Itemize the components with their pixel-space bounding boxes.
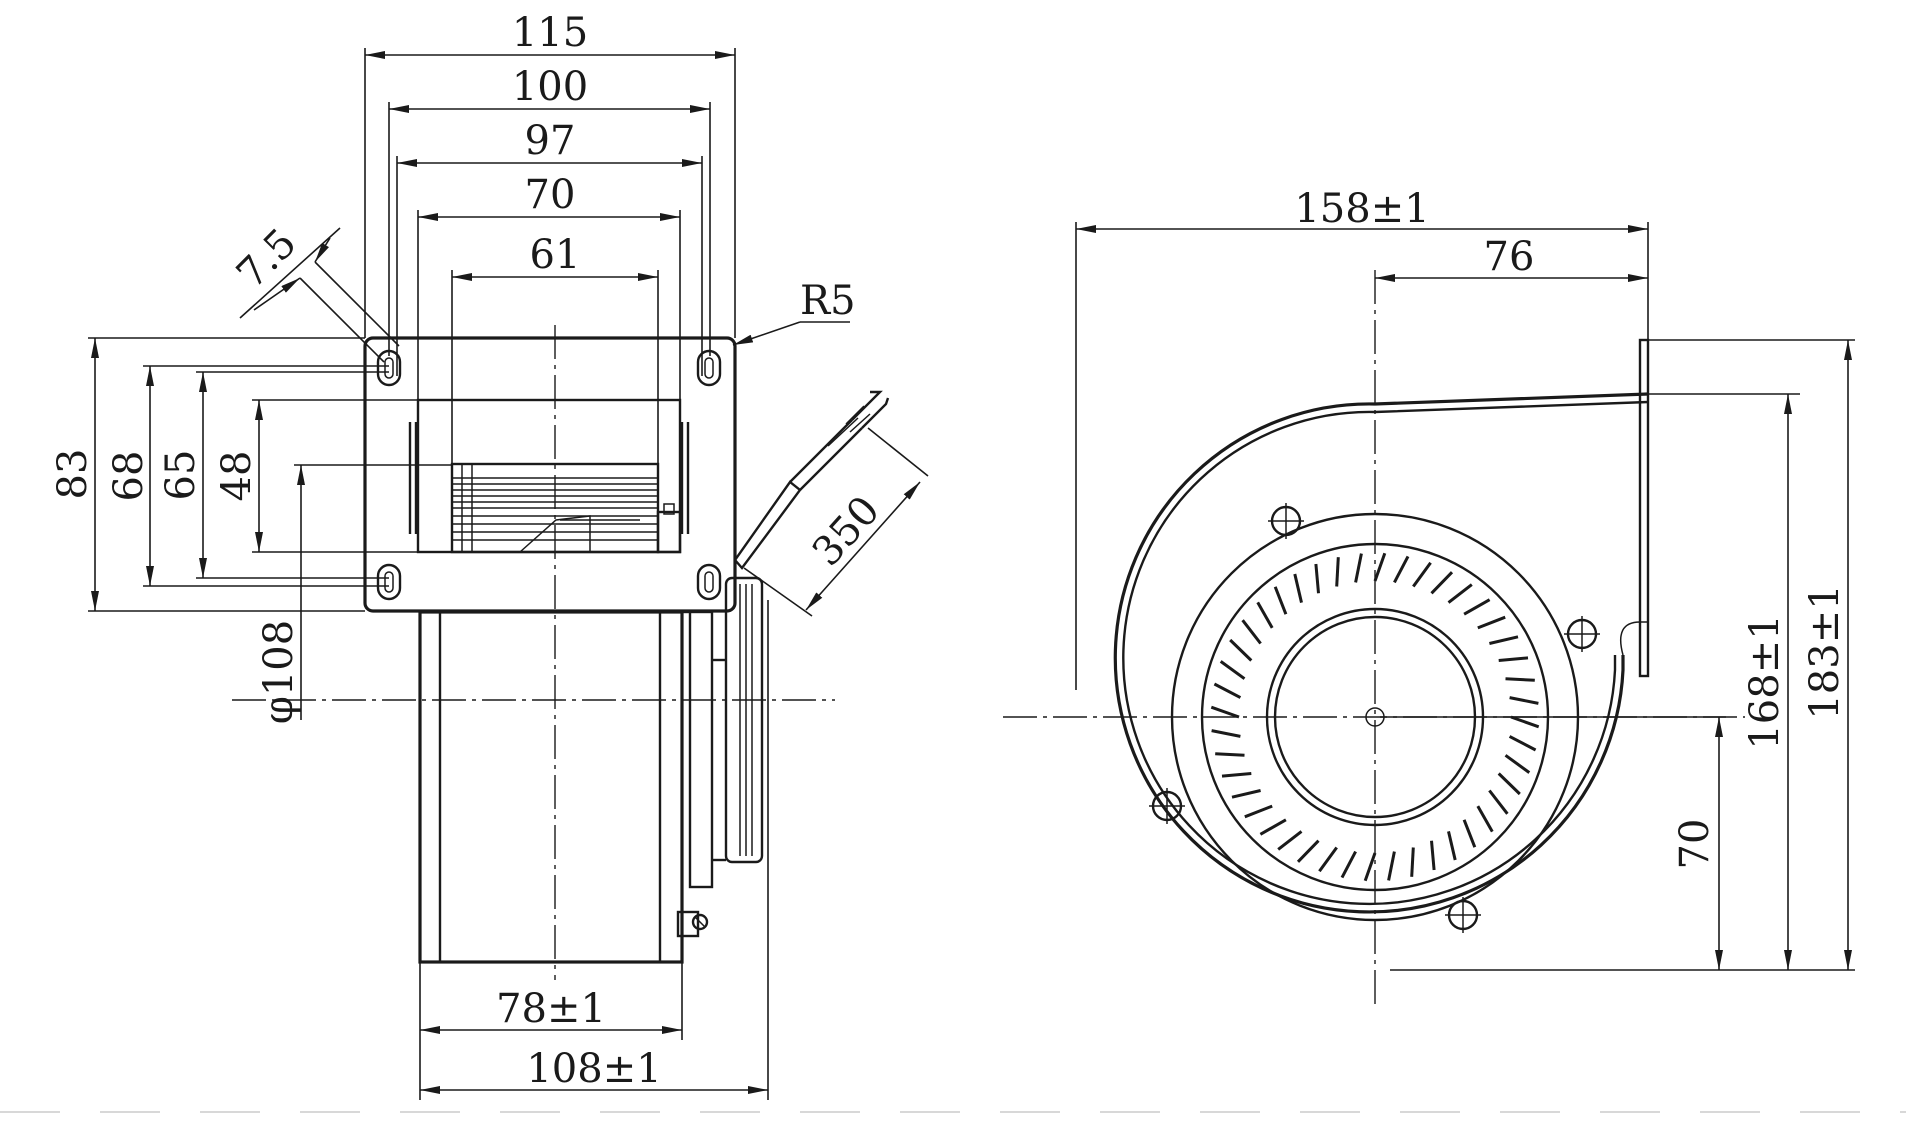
impeller-blade xyxy=(1509,696,1539,705)
impeller-blade xyxy=(1488,789,1509,815)
impeller-blade xyxy=(1497,772,1521,796)
impeller-blade xyxy=(1410,847,1415,877)
fan-body xyxy=(418,576,764,964)
motor-housing xyxy=(418,610,684,964)
impeller-blade xyxy=(1354,553,1363,583)
impeller-blade xyxy=(1219,660,1246,680)
dim-65: 65 xyxy=(158,450,204,501)
impeller-blade xyxy=(1477,615,1506,630)
impeller-blade xyxy=(1210,705,1240,719)
impeller-blade xyxy=(1256,601,1274,629)
impeller-blade xyxy=(1318,846,1338,873)
front-view: 158±1 76 183±1 168±1 70 xyxy=(1003,186,1855,1005)
top-width-dimensions: 115 100 97 70 61 xyxy=(364,10,736,464)
front-height-dimensions: 183±1 168±1 70 xyxy=(1380,339,1855,971)
impeller-blade xyxy=(1498,656,1529,662)
impeller-blade xyxy=(1241,619,1262,645)
impeller-blade xyxy=(1277,830,1303,851)
impeller-blade xyxy=(1510,715,1540,729)
dim-108: 108±1 xyxy=(526,1046,661,1092)
impeller-blade xyxy=(1273,586,1288,615)
impeller-blade xyxy=(1508,735,1537,752)
impeller-blade xyxy=(1505,677,1535,682)
scroll-housing xyxy=(1113,392,1649,914)
dim-115: 115 xyxy=(512,10,588,56)
outlet-opening xyxy=(416,398,682,554)
impeller-blade xyxy=(1504,754,1531,774)
impeller-blade xyxy=(1259,818,1287,836)
impeller-blade xyxy=(1363,852,1377,882)
dim-97: 97 xyxy=(525,118,576,164)
rotor-ring xyxy=(724,576,764,864)
dim-78: 78±1 xyxy=(496,986,606,1032)
impeller-blades xyxy=(1210,552,1540,882)
impeller-blade xyxy=(1244,804,1273,819)
dim-76: 76 xyxy=(1484,234,1535,280)
mounting-screws xyxy=(1149,503,1600,933)
dim-48: 48 xyxy=(214,451,260,502)
front-width-dimensions: 158±1 76 xyxy=(1075,186,1649,690)
hole-dimension: 7.5 xyxy=(228,220,400,363)
impeller-blade xyxy=(1387,851,1396,881)
dim-83: 83 xyxy=(50,449,96,500)
impeller-blade xyxy=(1296,839,1320,863)
dim-68: 68 xyxy=(106,451,152,502)
dim-phi108: φ108 xyxy=(256,620,302,724)
impeller-blade xyxy=(1231,789,1261,799)
radius-callout: R5 xyxy=(732,278,856,346)
bottom-width-dimensions: 78±1 108±1 xyxy=(419,600,769,1100)
impeller-blade xyxy=(1229,638,1253,662)
outlet-flange xyxy=(1638,338,1650,678)
impeller-blade xyxy=(1221,772,1252,778)
impeller-blade xyxy=(1430,571,1454,595)
impeller-blade xyxy=(1393,555,1410,584)
dim-100: 100 xyxy=(512,64,588,110)
impeller-blade xyxy=(1476,805,1494,833)
impeller-blade xyxy=(1412,561,1432,588)
dim-168: 168±1 xyxy=(1742,614,1788,749)
cable-dimension: 350 xyxy=(743,427,929,617)
impeller-blade xyxy=(1335,557,1340,587)
dim-158: 158±1 xyxy=(1294,186,1429,232)
impeller-blade xyxy=(1215,752,1245,757)
impeller-blade xyxy=(1314,563,1320,594)
impeller-blade xyxy=(1213,682,1242,699)
impeller-blade xyxy=(1447,831,1457,861)
dim-350: 350 xyxy=(804,488,889,576)
dim-61: 61 xyxy=(530,232,581,278)
dim-7-5: 7.5 xyxy=(228,220,306,298)
left-height-dimensions: 83 68 65 48 φ108 xyxy=(50,337,452,724)
impeller-blade xyxy=(1489,635,1519,645)
impeller-blade xyxy=(1340,850,1357,879)
dim-r5: R5 xyxy=(800,278,856,324)
impeller-blades xyxy=(450,462,682,554)
impeller-blade xyxy=(1462,819,1477,848)
impeller-blade xyxy=(1430,840,1436,871)
impeller-blade xyxy=(1463,598,1491,616)
impeller-blade xyxy=(1293,573,1303,603)
power-cable xyxy=(733,390,890,570)
dim-183: 183±1 xyxy=(1802,584,1848,719)
mounting-holes xyxy=(376,349,722,601)
dim-70-front: 70 xyxy=(1672,819,1718,870)
impeller-blade xyxy=(1211,729,1241,738)
dim-70: 70 xyxy=(525,172,576,218)
side-view: 115 100 97 70 61 7.5 xyxy=(50,10,929,1100)
impeller-blade xyxy=(1373,552,1387,582)
impeller-blade xyxy=(1447,583,1473,604)
